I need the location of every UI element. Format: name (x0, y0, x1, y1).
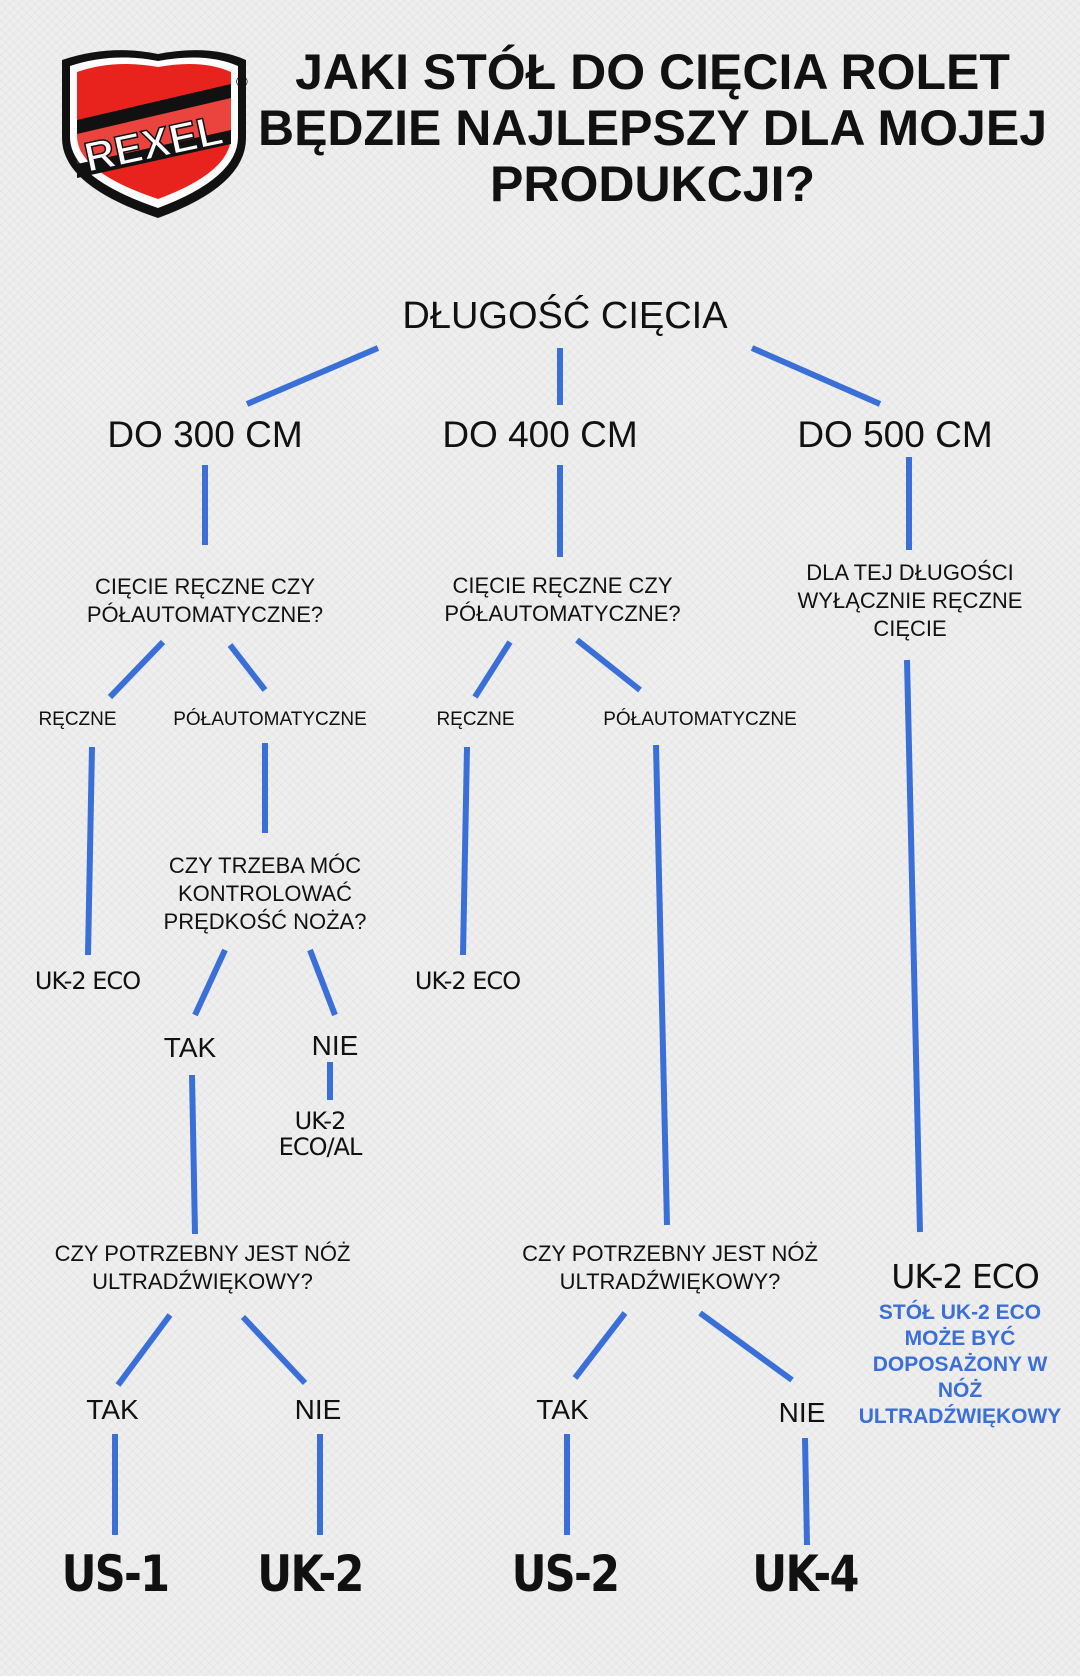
connector-line (192, 948, 228, 1017)
title-line: BĘDZIE NAJLEPSZY DLA MOJEJ (257, 100, 1048, 156)
col1-speed-no: NIE (311, 1030, 359, 1061)
result-uk-4: UK-4 (752, 1545, 859, 1603)
registered-mark: ® (236, 74, 248, 91)
col3-result: UK-2 ECO (891, 1257, 1040, 1296)
connector-line (575, 637, 642, 693)
col1-ultra-no: NIE (294, 1394, 342, 1425)
length-400: DO 400 CM (442, 414, 638, 455)
connector-line (85, 746, 95, 956)
col2-manual-result: UK-2 ECO (414, 967, 521, 995)
col2-option-semi: PÓŁAUTOMATYCZNE (603, 709, 797, 730)
title-line: PRODUKCJI? (489, 156, 816, 212)
connector-line (750, 345, 882, 407)
result-us-1: US-1 (61, 1545, 170, 1603)
result-us-2: US-2 (511, 1545, 620, 1603)
length-300: DO 300 CM (107, 414, 303, 455)
connector-line (240, 1314, 308, 1386)
connector-line (802, 1437, 810, 1546)
connector-line (115, 1313, 173, 1387)
connector-line (307, 948, 338, 1017)
page-title: JAKI STÓŁ DO CIĘCIA ROLET BĘDZIE NAJLEPS… (240, 44, 1065, 212)
connector-line (245, 345, 380, 407)
connector-line (472, 640, 513, 699)
col1-speed-yes: TAK (163, 1032, 217, 1063)
connector-line (227, 643, 268, 692)
col2-option-manual: RĘCZNE (436, 709, 515, 730)
title-line: JAKI STÓŁ DO CIĘCIA ROLET (295, 44, 1010, 100)
col1-ultra-yes: TAK (86, 1394, 139, 1425)
connector-line (572, 1311, 628, 1380)
connector-line (904, 659, 923, 1233)
col2-ultra-no: NIE (778, 1397, 826, 1428)
length-500: DO 500 CM (797, 414, 993, 455)
col1-manual-result: UK-2 ECO (34, 967, 141, 995)
col1-option-semi: PÓŁAUTOMATYCZNE (173, 709, 367, 730)
result-uk-2: UK-2 (257, 1545, 364, 1603)
connector-line (107, 639, 166, 700)
connector-line (698, 1310, 794, 1383)
connector-line (189, 1074, 198, 1235)
col2-ultra-yes: TAK (536, 1394, 589, 1425)
rexel-logo: REXEL ® (50, 46, 255, 221)
connector-line (653, 744, 670, 1226)
root-node: DŁUGOŚĆ CIĘCIA (402, 295, 728, 337)
col1-option-manual: RĘCZNE (38, 709, 117, 730)
connector-line (460, 746, 470, 956)
